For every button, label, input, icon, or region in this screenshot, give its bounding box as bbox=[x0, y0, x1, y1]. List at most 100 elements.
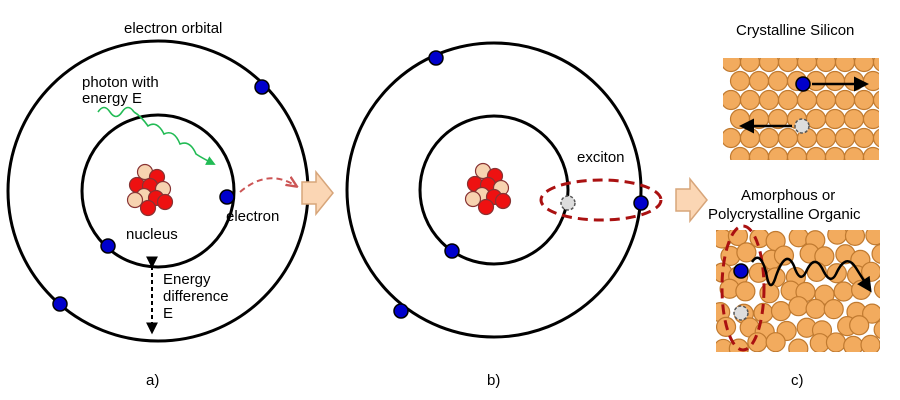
lattice-atom bbox=[786, 146, 808, 160]
label-amorphous-line2: Polycrystalline Organic bbox=[708, 206, 861, 223]
electron-dot bbox=[444, 243, 460, 259]
label-energy-line2: difference bbox=[163, 288, 229, 305]
block-arrow-right-icon bbox=[301, 169, 334, 217]
label-energy-line3: E bbox=[163, 305, 173, 322]
lattice-atom bbox=[853, 58, 875, 73]
label-amorphous-line1: Amorphous or bbox=[741, 187, 835, 204]
electron-transfer-arrow bbox=[239, 178, 296, 193]
lattice-atom bbox=[723, 58, 742, 73]
electron-dot bbox=[52, 296, 68, 312]
lattice-atom bbox=[834, 89, 856, 111]
lattice-atom bbox=[844, 230, 866, 246]
lattice-atom bbox=[805, 298, 826, 319]
lattice-atom bbox=[796, 89, 818, 111]
lattice-atom bbox=[729, 146, 751, 160]
panel-c: Crystalline Silicon Amorphous or Polycry… bbox=[708, 22, 900, 389]
lattice-atom bbox=[815, 89, 837, 111]
electron-dot bbox=[733, 263, 749, 279]
lattice-atom bbox=[805, 108, 827, 130]
lattice-atom bbox=[862, 303, 880, 324]
label-electron: electron bbox=[226, 208, 279, 225]
proton bbox=[139, 199, 157, 217]
lattice-atom bbox=[862, 70, 879, 92]
lattice-atom bbox=[833, 281, 854, 302]
lattice-atom bbox=[824, 70, 846, 92]
lattice-atom bbox=[851, 279, 872, 300]
lattice-atom bbox=[723, 89, 742, 111]
lattice-atom bbox=[739, 58, 761, 73]
lattice-atom bbox=[767, 70, 789, 92]
block-arrow-right-icon bbox=[675, 176, 708, 224]
inner-orbital-b bbox=[418, 114, 570, 266]
lattice-atom bbox=[729, 70, 751, 92]
lattice-atom bbox=[853, 127, 875, 149]
lattice-atom bbox=[853, 89, 875, 111]
electron-dot bbox=[633, 195, 649, 211]
hole-dot bbox=[560, 195, 576, 211]
exciton-ellipse bbox=[720, 224, 766, 352]
wavy-photon-arrow-icon bbox=[97, 106, 135, 118]
lattice-atom bbox=[860, 334, 880, 352]
neutron bbox=[126, 191, 144, 209]
label-crystalline-title: Crystalline Silicon bbox=[736, 22, 854, 39]
lattice-atom bbox=[883, 148, 900, 167]
outer-orbital-b bbox=[345, 41, 643, 339]
lattice-atom bbox=[748, 70, 770, 92]
lattice-atom bbox=[827, 230, 848, 245]
lattice-atom bbox=[860, 261, 880, 282]
lattice-atom bbox=[788, 296, 809, 317]
neutron bbox=[464, 190, 482, 208]
label-energy-line1: Energy bbox=[163, 271, 211, 288]
lattice-atom bbox=[873, 279, 880, 299]
lattice-atom bbox=[758, 89, 780, 111]
lattice-atom bbox=[883, 110, 900, 129]
lattice-atom bbox=[788, 230, 809, 248]
nucleus-b bbox=[464, 162, 512, 216]
caption-b: b) bbox=[487, 372, 500, 389]
lattice-atom bbox=[823, 299, 844, 320]
proton bbox=[156, 193, 174, 211]
lattice-atom bbox=[735, 281, 756, 302]
electron-dot bbox=[219, 189, 235, 205]
lattice-atom bbox=[872, 58, 879, 72]
hole-dot bbox=[794, 118, 810, 134]
proton bbox=[477, 198, 495, 216]
exciton-ellipse bbox=[539, 178, 663, 222]
photon-path bbox=[133, 111, 216, 165]
lattice-atom bbox=[824, 146, 846, 160]
lattice-atom bbox=[872, 90, 879, 110]
nucleus-a bbox=[126, 163, 174, 217]
lattice-atom bbox=[824, 108, 846, 130]
caption-a: a) bbox=[146, 372, 159, 389]
lattice-atom bbox=[872, 128, 879, 148]
lattice-atom bbox=[777, 89, 799, 111]
lattice-atom bbox=[748, 146, 770, 160]
electron-dot bbox=[254, 79, 270, 95]
lattice-atom bbox=[723, 127, 742, 149]
electron-dot bbox=[795, 76, 811, 92]
lattice-atom bbox=[796, 58, 818, 73]
proton bbox=[494, 192, 512, 210]
lattice-atom bbox=[825, 332, 847, 352]
lattice-atom bbox=[873, 320, 880, 339]
lattice-atom bbox=[849, 315, 870, 336]
lattice-atom bbox=[843, 108, 865, 130]
lattice-atom bbox=[758, 58, 780, 73]
lattice-atom bbox=[834, 127, 856, 149]
lattice-atom bbox=[843, 146, 865, 160]
lattice-atom bbox=[777, 127, 799, 149]
caption-c: c) bbox=[791, 372, 804, 389]
label-nucleus: nucleus bbox=[126, 226, 178, 243]
lattice-atom bbox=[736, 242, 757, 263]
lattice-atom bbox=[883, 72, 900, 91]
lattice-atom bbox=[815, 127, 837, 149]
lattice-atom bbox=[871, 243, 880, 264]
panel-a: electron orbital photon with energy E el… bbox=[6, 20, 310, 389]
lattice-atom bbox=[777, 58, 799, 73]
lattice-atom bbox=[805, 146, 827, 160]
lattice-atom bbox=[770, 301, 792, 322]
lattice-atom bbox=[862, 108, 879, 130]
lattice-atom bbox=[834, 58, 856, 73]
lattice-atom bbox=[815, 58, 837, 73]
